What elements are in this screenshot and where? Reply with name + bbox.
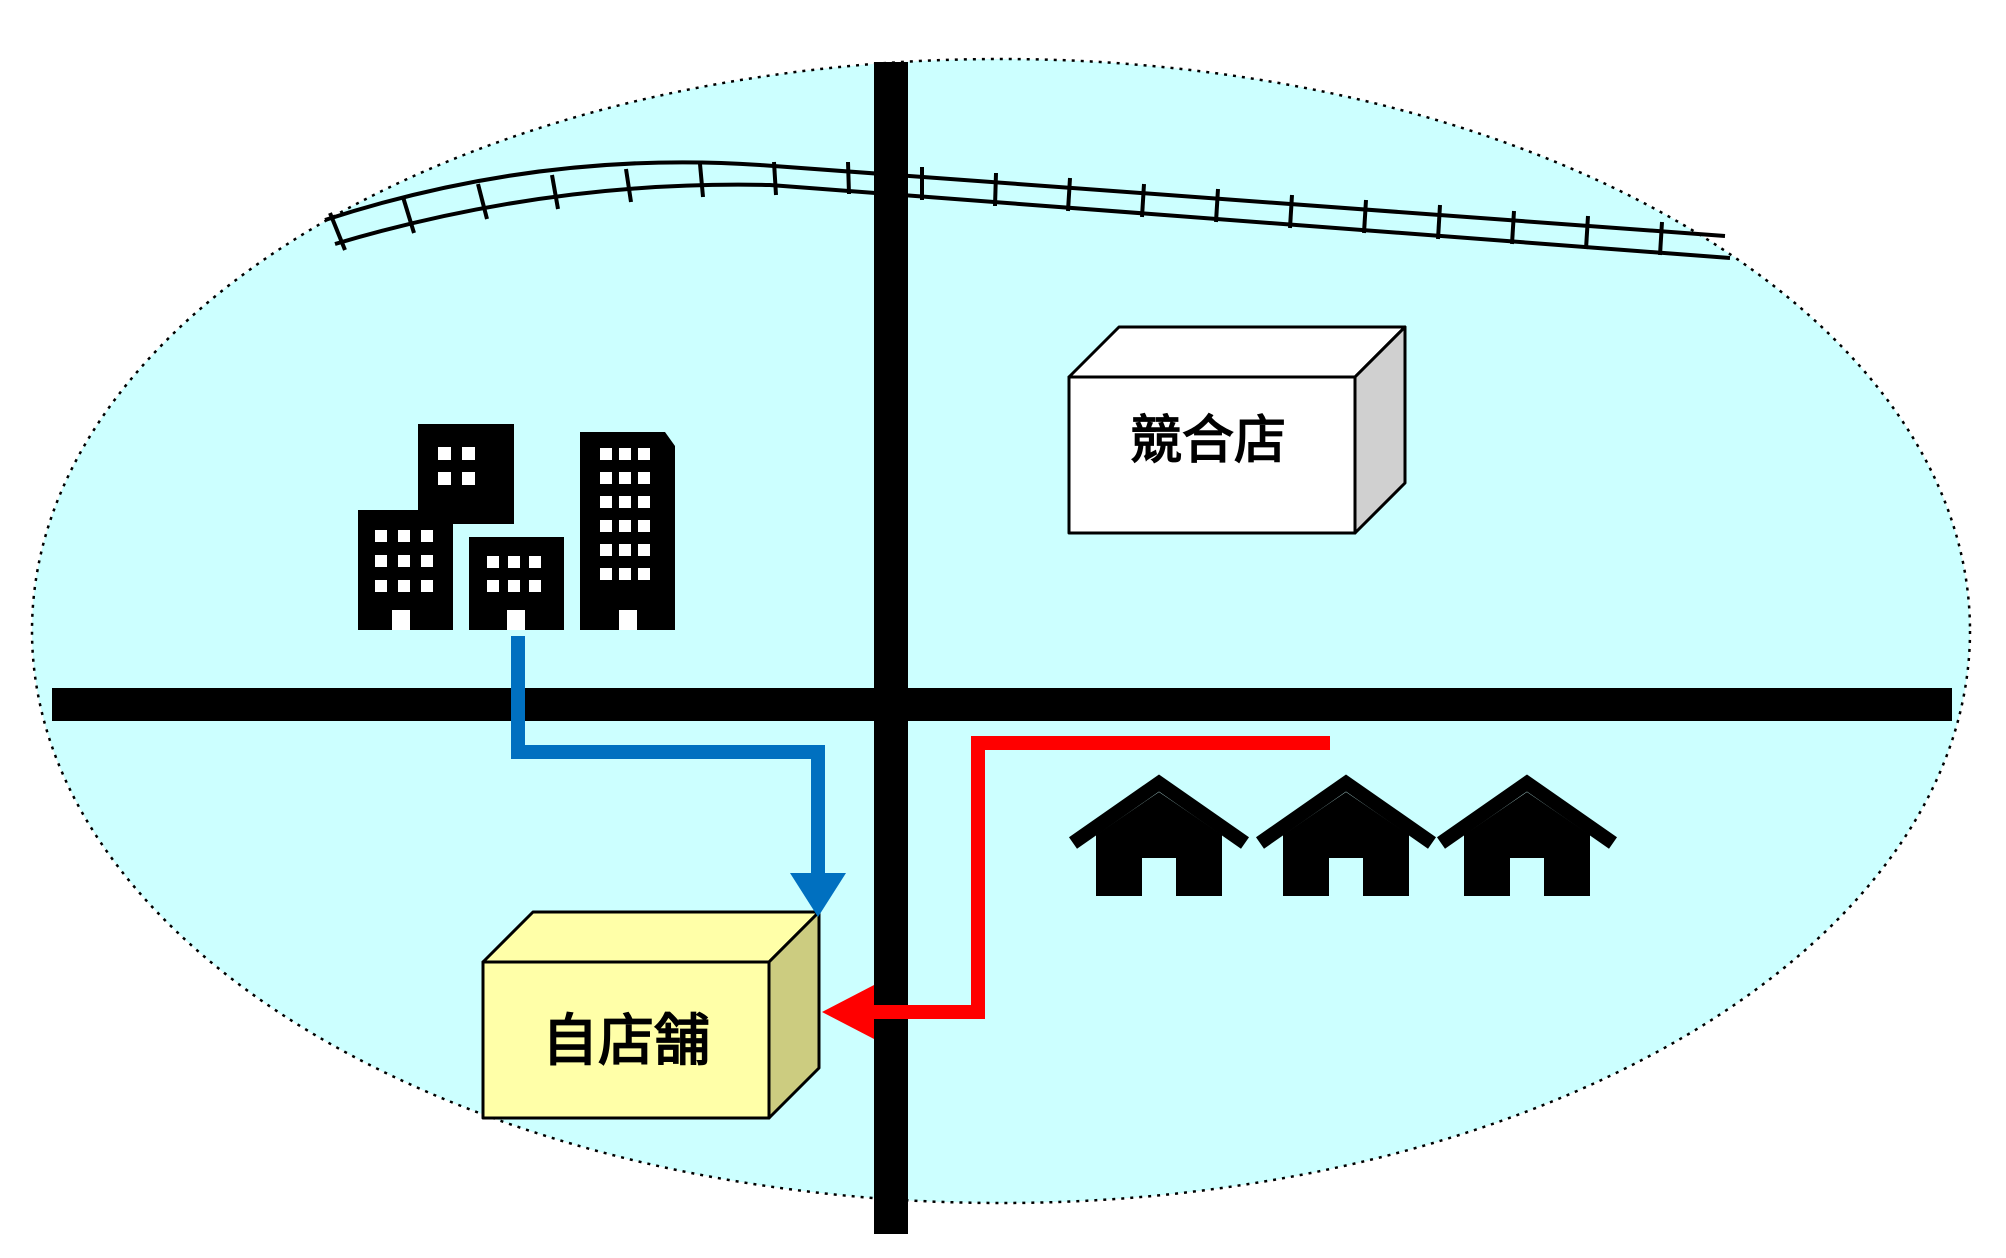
house-icon <box>1068 774 1250 896</box>
horizontal-road <box>52 688 1952 721</box>
office-customer-flow-arrow <box>511 636 846 917</box>
office-buildings-icon <box>358 424 675 630</box>
houses-group <box>1068 774 1618 896</box>
own-store-box-icon <box>481 910 821 1120</box>
trade-area-ellipse <box>30 57 1972 1205</box>
resident-customer-flow-arrow <box>822 736 1330 1039</box>
railway-track-icon <box>324 160 1731 260</box>
own-store-label: 自店舗 <box>542 1009 710 1074</box>
vertical-road <box>874 62 908 1234</box>
house-icon <box>1436 774 1618 896</box>
competitor-store-box-icon <box>1067 325 1407 535</box>
house-icon <box>1255 774 1437 896</box>
competitor-store-label: 競合店 <box>1130 411 1286 471</box>
